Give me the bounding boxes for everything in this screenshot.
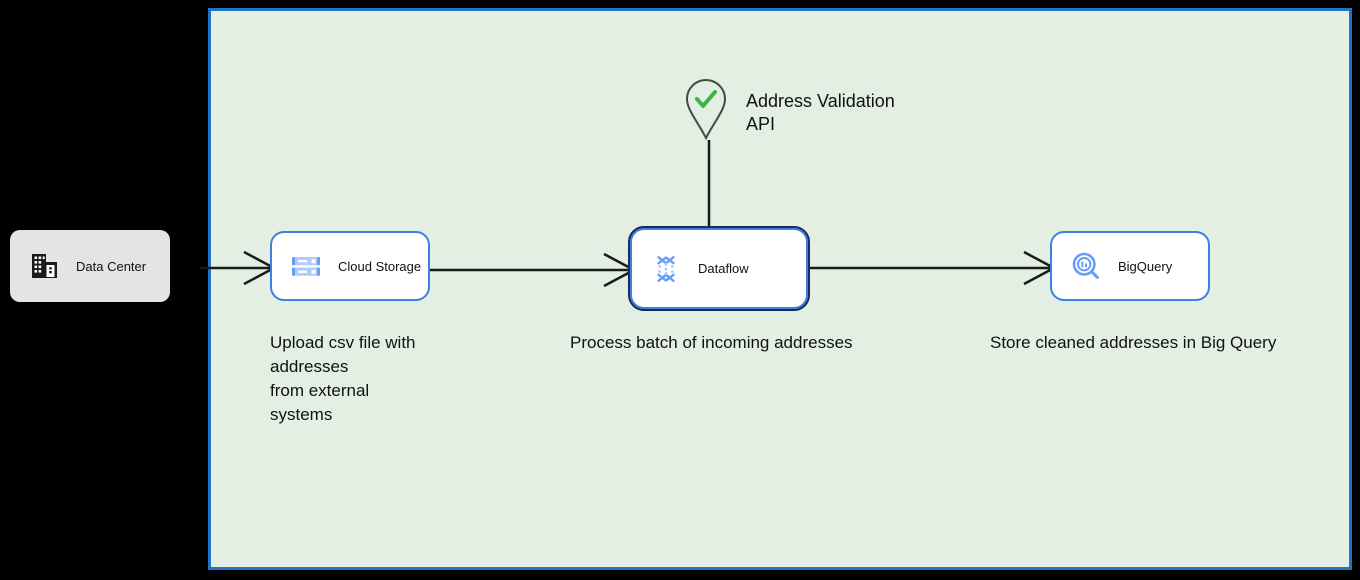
caption-upload-csv: Upload csv file with addresses from exte… (270, 333, 416, 424)
cloud-storage-icon (292, 257, 320, 276)
node-label-cloud-storage: Cloud Storage (338, 258, 422, 274)
node-label-dataflow: Dataflow (698, 261, 749, 276)
api-label-line-2: API (746, 114, 776, 134)
caption-store-addresses: Store cleaned addresses in Big Query (990, 333, 1277, 352)
node-bigquery[interactable]: BigQuery (1050, 231, 1210, 301)
edge-address-validation-api-to-dataflow[interactable] (694, 140, 724, 235)
edge-cloud-storage-to-dataflow[interactable] (420, 250, 640, 290)
node-cloud-storage[interactable]: Cloud Storage (270, 231, 430, 301)
node-label-address-validation-api: Address Validation API (746, 90, 895, 136)
map-pin-check-icon (685, 78, 727, 140)
edge-data-center-to-cloud-storage[interactable] (200, 248, 280, 288)
dataflow-icon (657, 255, 675, 282)
node-address-validation-api[interactable]: Address Validation API (684, 78, 895, 140)
node-dataflow[interactable]: Dataflow (628, 226, 810, 311)
bigquery-icon (1072, 252, 1099, 279)
edge-dataflow-to-bigquery[interactable] (800, 248, 1060, 288)
node-label-data-center: Data Center (76, 258, 147, 274)
caption-process-batch: Process batch of incoming addresses (570, 333, 853, 352)
building-icon (32, 254, 57, 278)
api-label-line-1: Address Validation (746, 91, 895, 111)
node-label-bigquery: BigQuery (1118, 258, 1173, 274)
node-data-center[interactable]: Data Center (10, 230, 170, 302)
